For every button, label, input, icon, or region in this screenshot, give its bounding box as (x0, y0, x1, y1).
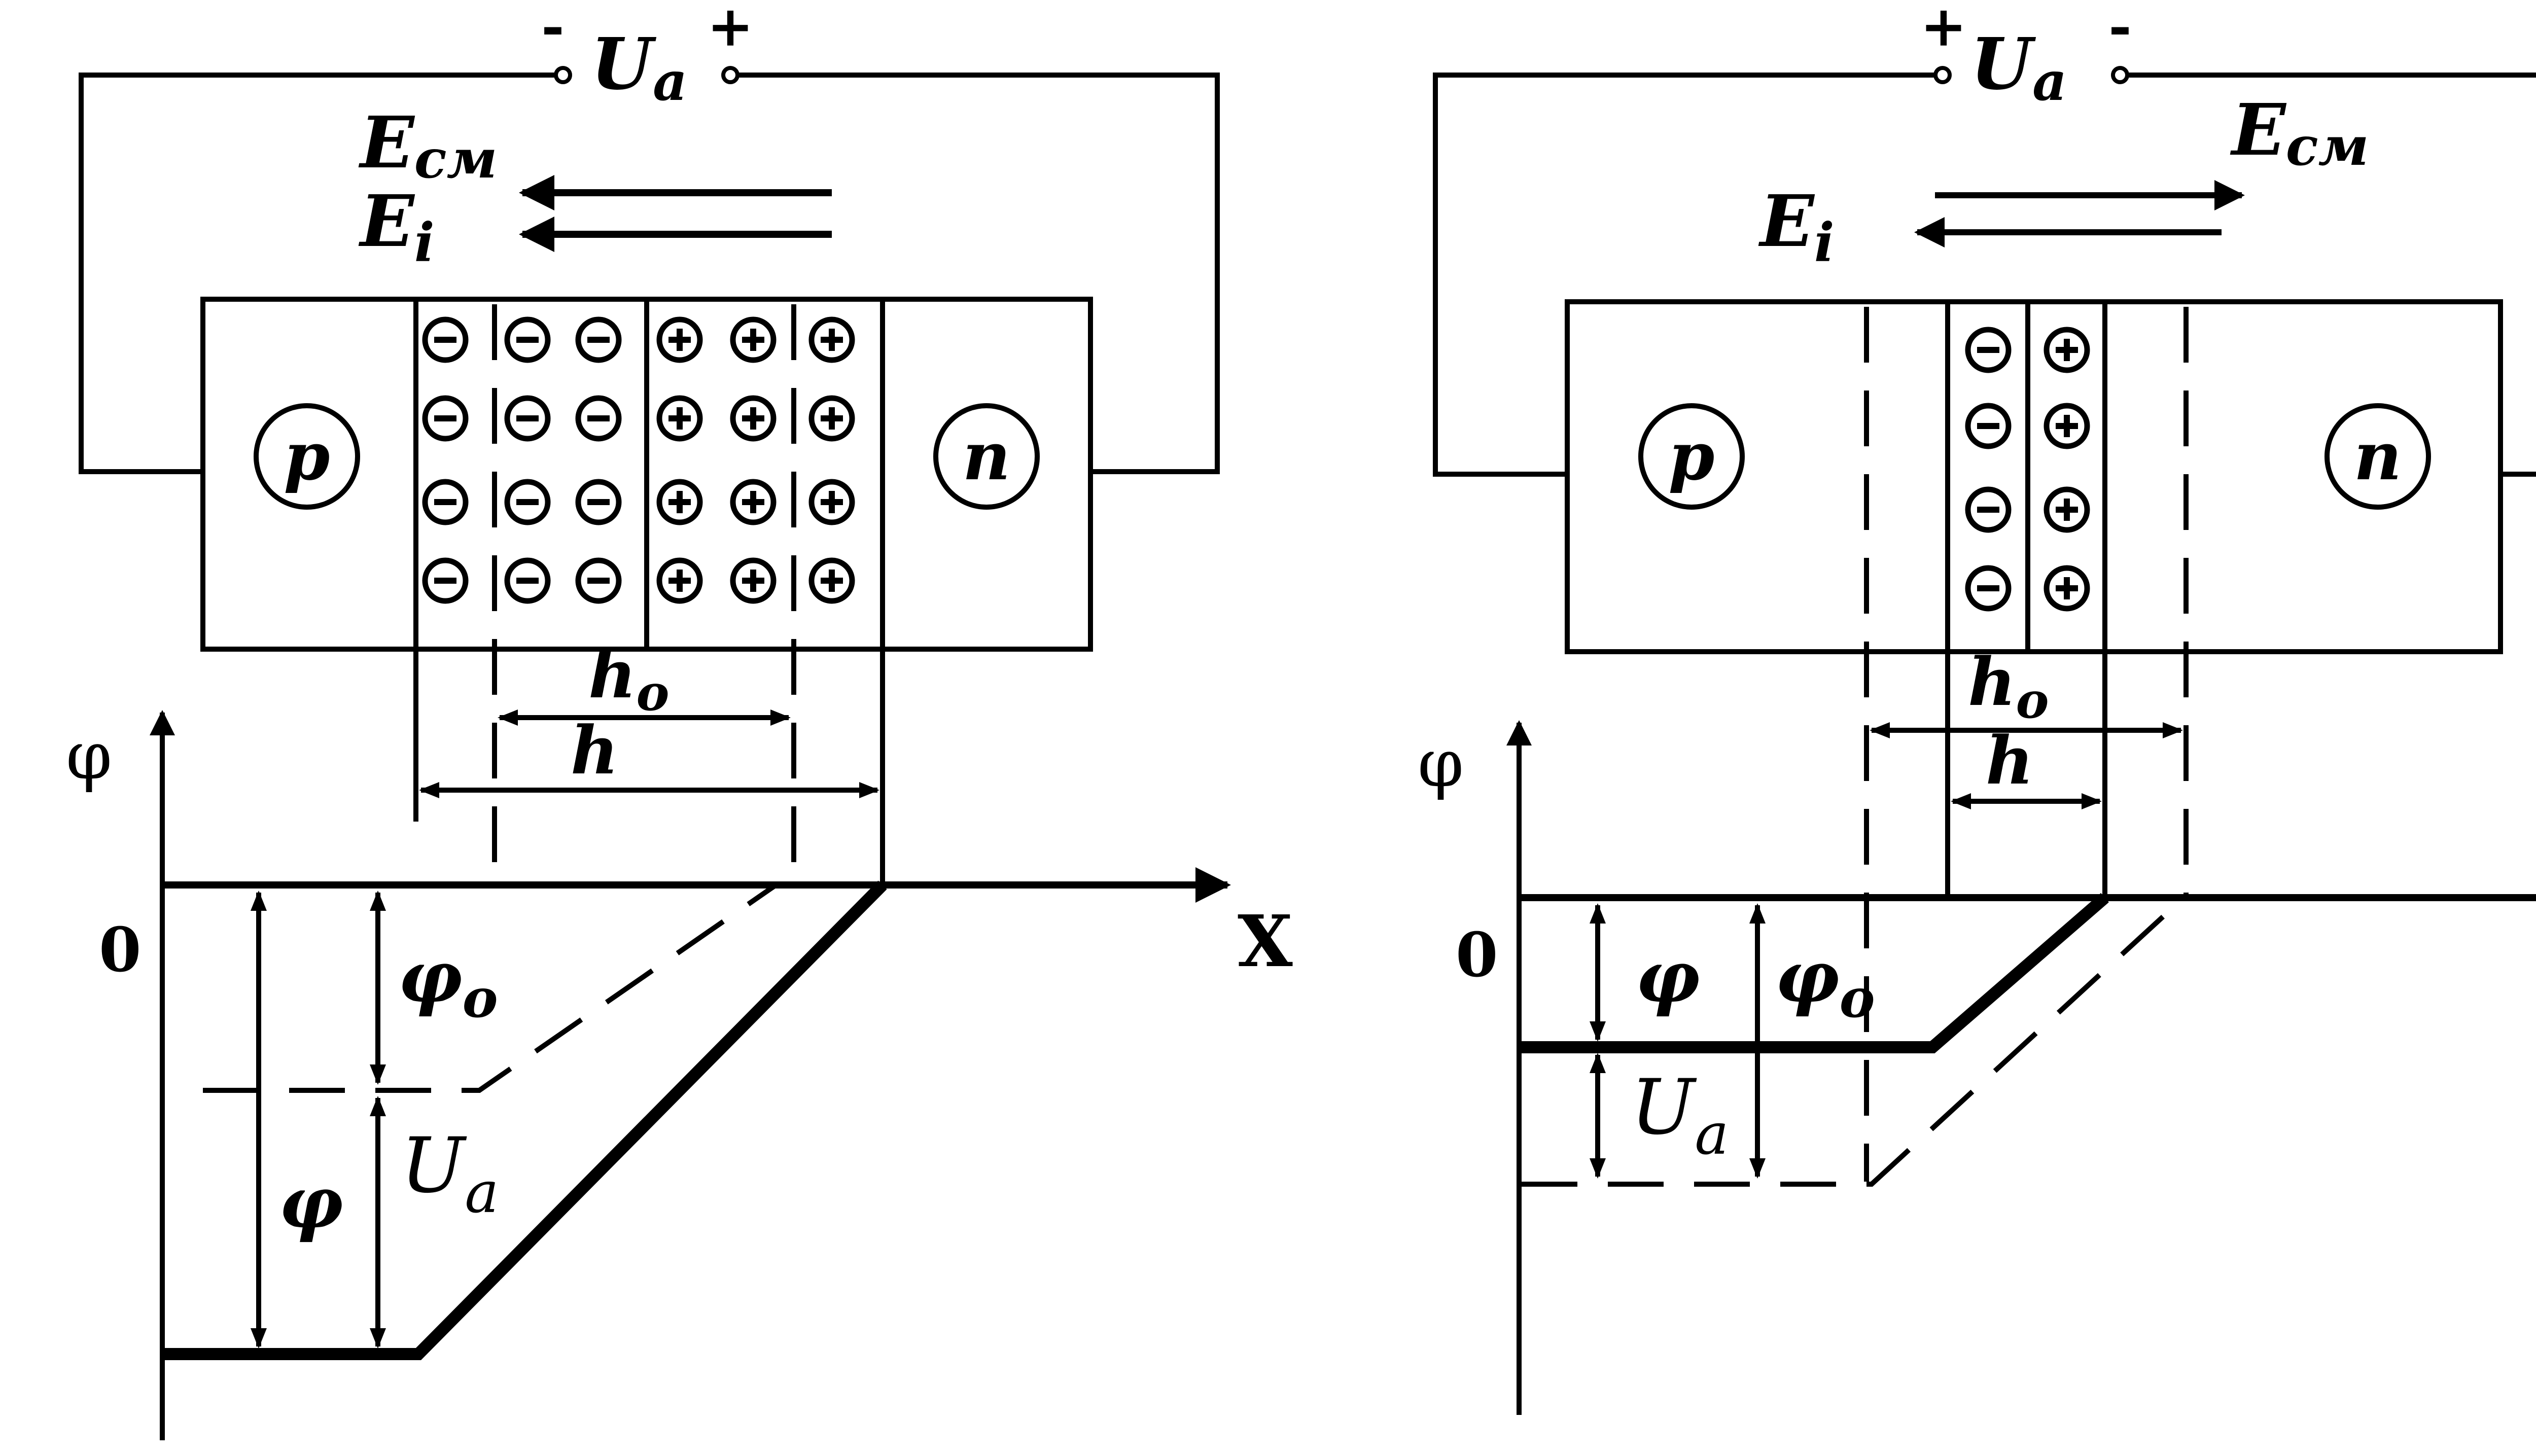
left-width-label-outer: h (571, 712, 619, 789)
right-field-label-1: Eсм (2230, 89, 2369, 177)
left-potential-equilibrium-dashed (203, 882, 778, 1093)
positive-ion-icon (2044, 327, 2090, 373)
right-phi-axis-label: φ (1418, 725, 1464, 802)
right-negative-ions (1965, 327, 2012, 612)
left-p-region-marker (254, 403, 360, 510)
right-terminal-plus (1933, 66, 1952, 84)
left-phi0-label: φo (398, 936, 498, 1029)
positive-ion-icon (808, 557, 855, 604)
right-terminal-minus-sign: - (2108, 0, 2132, 59)
positive-ion-icon (808, 479, 855, 525)
left-phi-axis-label: φ (66, 717, 112, 794)
negative-ion-icon (1965, 565, 2012, 612)
positive-ion-icon (656, 395, 703, 442)
left-field-label-2: Ei (358, 180, 435, 274)
left-terminal-minus-sign: - (541, 0, 565, 59)
left-terminal-minus (554, 66, 572, 84)
right-positive-ions (2044, 327, 2090, 612)
negative-ion-icon (1965, 486, 2012, 533)
left-positive-ions (656, 316, 855, 604)
positive-ion-icon (730, 557, 777, 604)
positive-ion-icon (808, 316, 855, 363)
positive-ion-icon (808, 395, 855, 442)
positive-ion-icon (656, 557, 703, 604)
right-potential-equilibrium-dashed (1522, 898, 2183, 1187)
left-circuit-wire (79, 73, 1220, 474)
negative-ion-icon (575, 479, 622, 525)
positive-ion-icon (656, 316, 703, 363)
right-phi0-label: φo (1775, 936, 1875, 1029)
right-ua-label: Ua (1631, 1063, 1729, 1167)
right-n-label: n (2354, 417, 2402, 495)
right-terminal-plus-sign: + (1920, 0, 1967, 59)
right-circuit-wire (1433, 73, 2536, 477)
right-source-label: Ua (1970, 23, 2067, 113)
right-width-label-outer: ho (1968, 643, 2049, 729)
positive-ion-icon (730, 316, 777, 363)
left-width-label-inner: ho (588, 635, 670, 722)
negative-ion-icon (504, 316, 551, 363)
right-field-label-2: Ei (1758, 180, 1835, 274)
positive-ion-icon (2044, 486, 2090, 533)
right-forward-bias-diagram: + - Ua Eсм Ei p n ho h φ 0 φ φo Ua (1418, 0, 2536, 1415)
negative-ion-icon (422, 316, 469, 363)
right-potential-biased-curve (1519, 893, 2109, 1053)
positive-ion-icon (656, 479, 703, 525)
positive-ion-icon (2044, 565, 2090, 612)
left-negative-ions (422, 316, 622, 604)
left-phi-label: φ (279, 1161, 343, 1245)
left-x-axis-label: X (1238, 900, 1293, 983)
left-reverse-bias-diagram: - + Ua Eсм Ei p n ho h φ 0 X (66, 0, 1293, 1440)
left-field-label-1: Eсм (358, 101, 497, 190)
negative-ion-icon (504, 479, 551, 525)
right-width-label-inner: h (1986, 722, 2034, 799)
negative-ion-icon (575, 316, 622, 363)
left-terminal-plus-sign: + (707, 0, 754, 59)
left-n-region-marker (933, 403, 1040, 510)
right-origin-label: 0 (1456, 919, 1498, 991)
negative-ion-icon (422, 395, 469, 442)
right-n-region-marker (2324, 403, 2431, 510)
negative-ion-icon (422, 557, 469, 604)
right-terminal-minus (2111, 66, 2129, 84)
negative-ion-icon (1965, 403, 2012, 449)
positive-ion-icon (2044, 403, 2090, 449)
negative-ion-icon (575, 395, 622, 442)
left-n-label: n (963, 417, 1011, 495)
negative-ion-icon (504, 557, 551, 604)
negative-ion-icon (422, 479, 469, 525)
right-p-label: p (1669, 417, 1715, 495)
left-ua-label: Ua (401, 1122, 499, 1226)
negative-ion-icon (575, 557, 622, 604)
left-source-label: Ua (591, 23, 687, 113)
right-phi-label: φ (1636, 936, 1700, 1019)
left-potential-biased-curve (160, 880, 887, 1360)
positive-ion-icon (730, 395, 777, 442)
negative-ion-icon (1965, 327, 2012, 373)
left-origin-label: 0 (99, 914, 142, 986)
left-terminal-plus (721, 66, 739, 84)
negative-ion-icon (504, 395, 551, 442)
positive-ion-icon (730, 479, 777, 525)
left-p-label: p (284, 417, 330, 495)
right-p-region-marker (1638, 403, 1745, 510)
